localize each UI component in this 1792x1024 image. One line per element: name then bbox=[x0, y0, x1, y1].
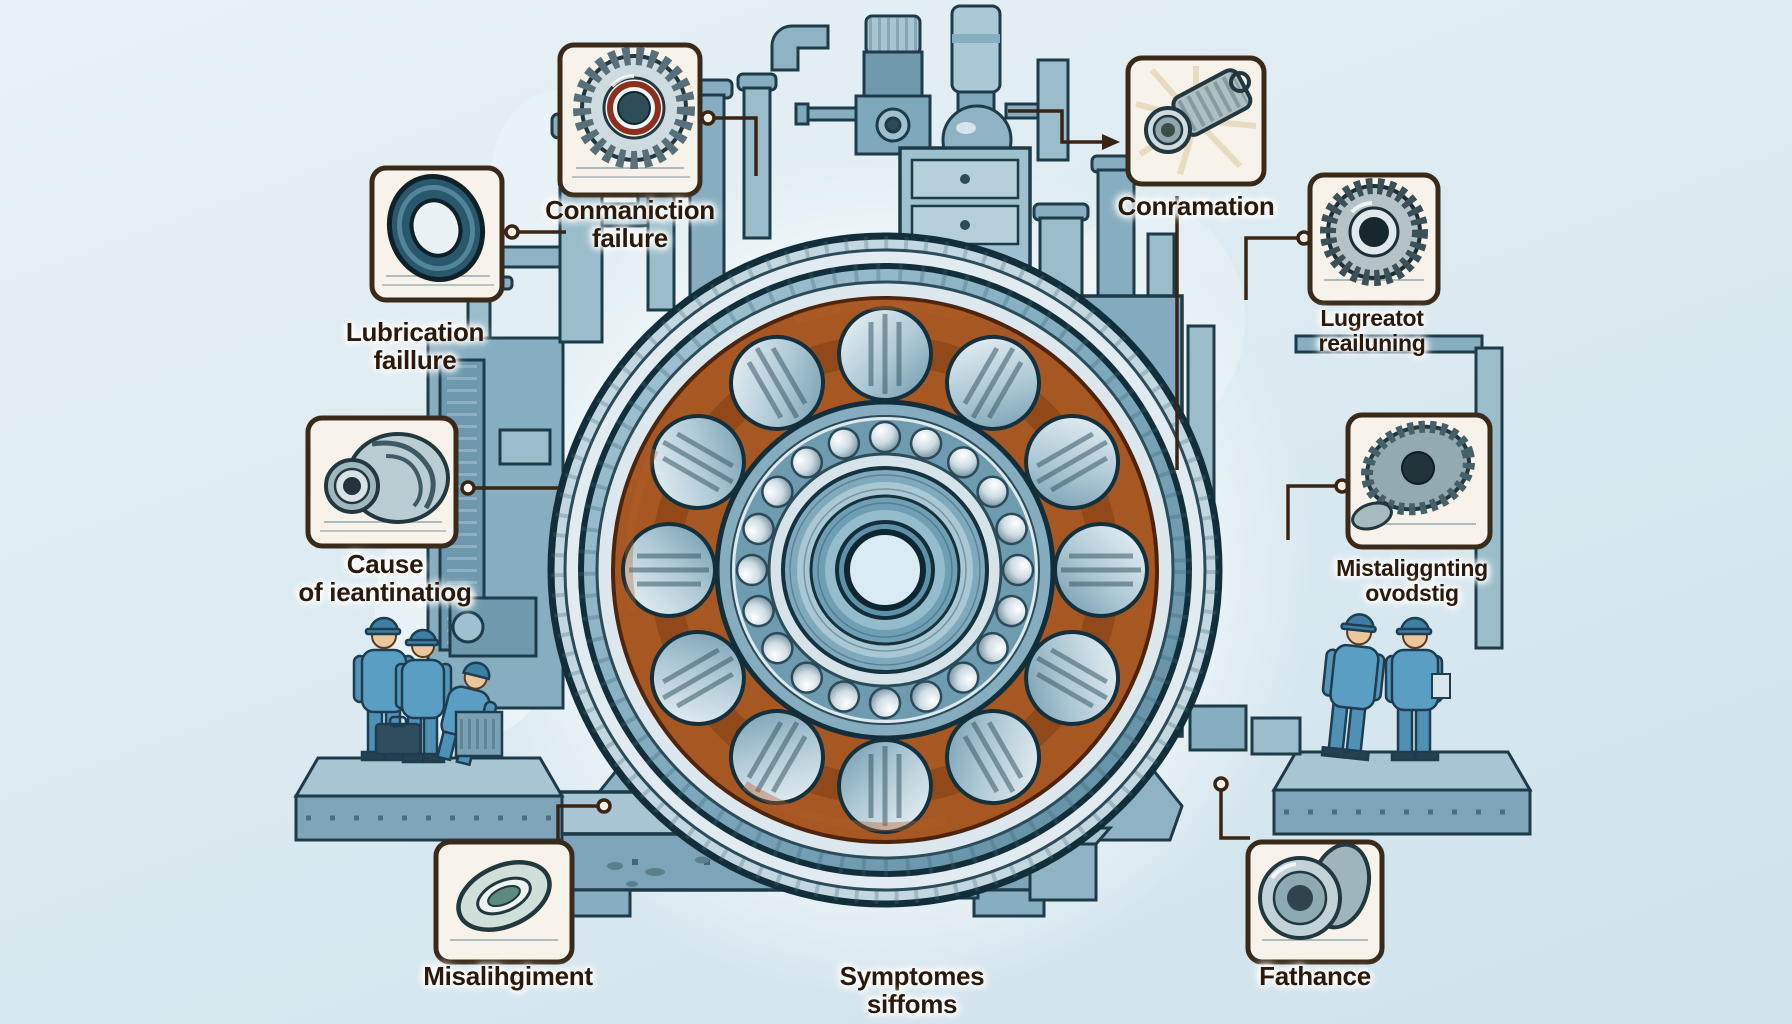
callout-box-left-middle bbox=[305, 415, 459, 549]
callout-label-contamination: Conramation bbox=[1117, 191, 1275, 221]
cone-bearing-icon bbox=[1258, 842, 1372, 940]
copper-smudge bbox=[742, 781, 947, 832]
callout-label-conmaniction-failure: Conmaniction failure bbox=[545, 195, 715, 254]
bearing-bore bbox=[844, 529, 926, 611]
callout-box-right-upper bbox=[1307, 172, 1441, 306]
top-machine-assembly bbox=[736, 4, 1070, 268]
copper-smudge bbox=[793, 299, 967, 325]
callout-label-misaligning-overloading: Mistaliggnting ovodstig bbox=[1336, 555, 1488, 606]
callout-label-lubricator: Lugreatot reailuning bbox=[1318, 305, 1426, 356]
worker-figure bbox=[1320, 613, 1386, 762]
callout-connectors bbox=[460, 109, 1350, 846]
callout-boxes bbox=[305, 42, 1493, 965]
arrowhead bbox=[1102, 134, 1120, 150]
barrel-roller-icon bbox=[1351, 420, 1475, 531]
callout-box-right-middle bbox=[1345, 412, 1493, 550]
tool-case bbox=[374, 722, 422, 756]
tablet bbox=[1431, 673, 1451, 699]
crate bbox=[454, 710, 504, 758]
callout-label-fatigue: Fathance bbox=[1259, 961, 1371, 991]
workers-right bbox=[1320, 613, 1451, 762]
callout-label-lubrication-failure: Lubrication faillure bbox=[345, 317, 485, 376]
ring-bearing-icon bbox=[386, 174, 486, 282]
ribbed-gear-icon bbox=[1320, 178, 1428, 286]
callout-box-bottom-right bbox=[1245, 839, 1385, 965]
central-ball-bearing bbox=[547, 232, 1223, 908]
callout-box-top-left bbox=[557, 42, 703, 198]
callout-box-top-right bbox=[1125, 55, 1267, 187]
ribbed-bearing-icon bbox=[573, 47, 695, 169]
workers-left bbox=[352, 616, 504, 767]
callout-label-misalignment: Misalihgiment bbox=[423, 961, 593, 991]
tool-case-handle bbox=[388, 715, 408, 728]
caption-symptoms: Symptomes siffoms bbox=[839, 961, 985, 1020]
copper-smudge bbox=[624, 448, 659, 611]
tilted-ring-bearing-icon bbox=[456, 860, 552, 932]
worker-figure-with-tablet bbox=[1384, 616, 1451, 762]
worm-gear-bearing-icon bbox=[324, 432, 450, 524]
callout-box-bottom-left bbox=[433, 839, 575, 965]
shaft-coupling-icon bbox=[1144, 68, 1253, 154]
callout-label-cause: Cause of ieantinatiog bbox=[298, 549, 472, 608]
callout-box-left-upper bbox=[369, 165, 505, 303]
